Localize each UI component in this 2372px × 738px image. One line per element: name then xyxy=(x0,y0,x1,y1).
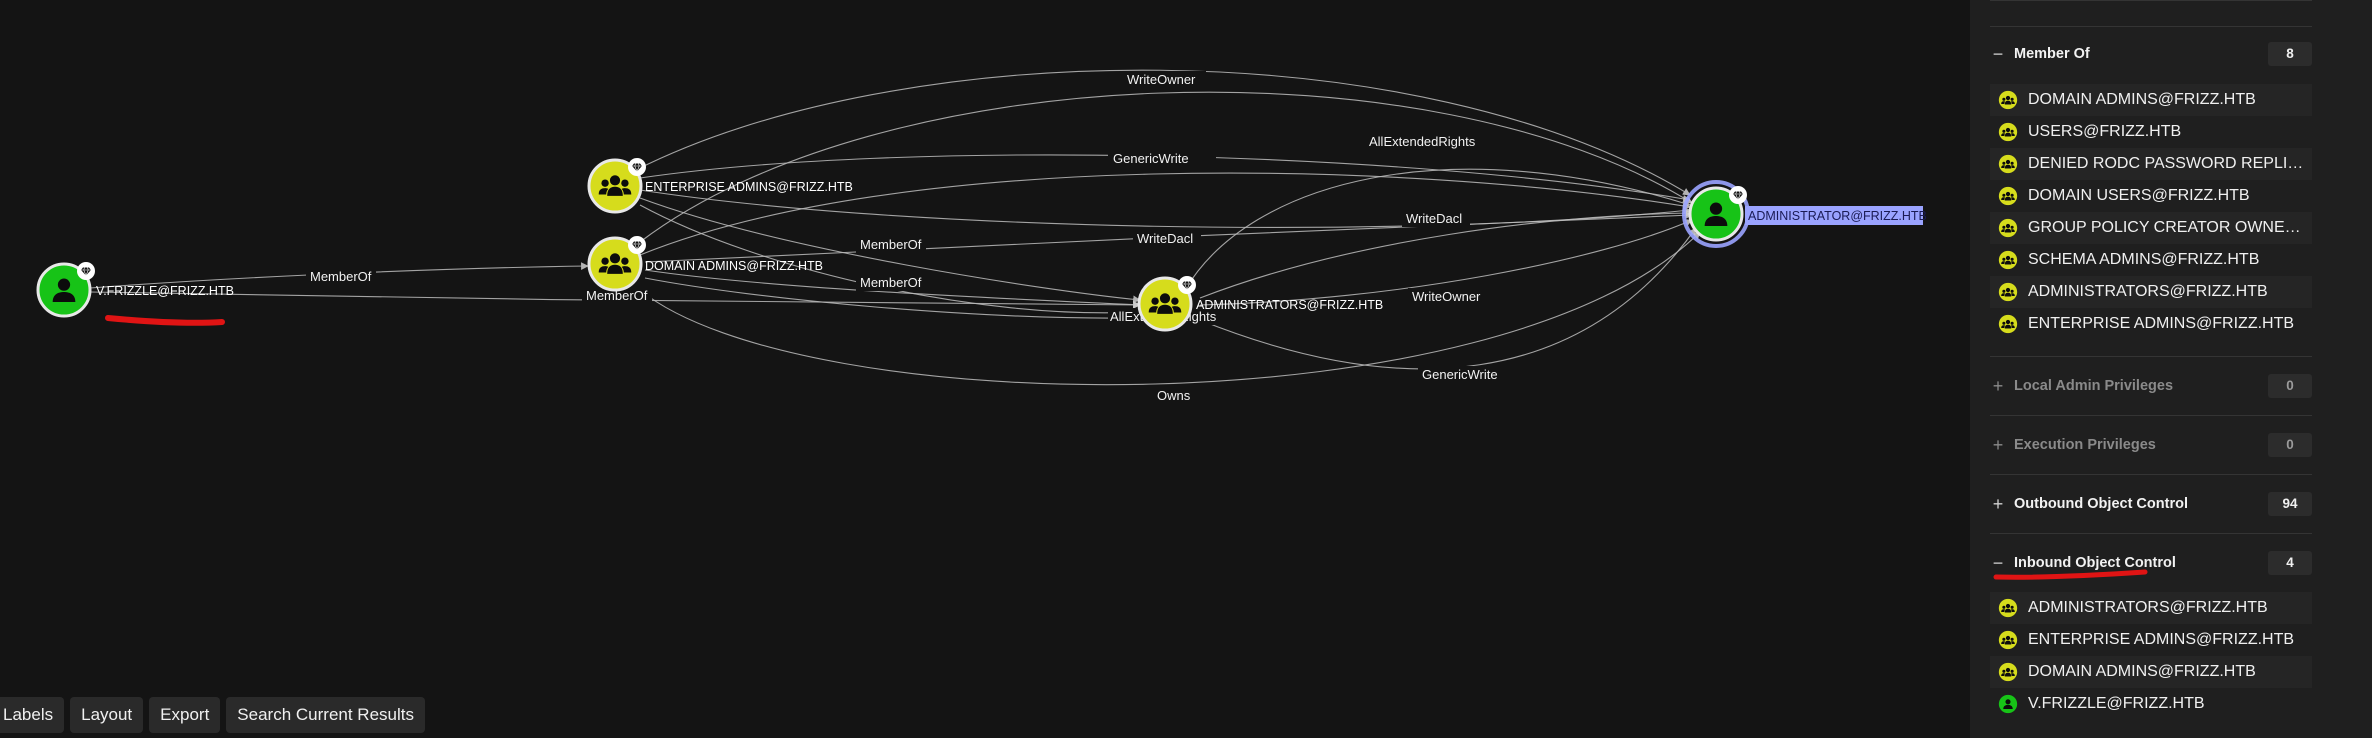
group-icon xyxy=(1998,90,2018,110)
graph-svg[interactable]: WriteOwner GenericWrite AllExtendedRight… xyxy=(0,0,1970,738)
node-v-frizzle[interactable]: V.FRIZZLE@FRIZZ.HTB xyxy=(36,262,234,318)
edge-label-genericwrite: GenericWrite xyxy=(1113,151,1189,166)
node-domain-admins[interactable]: DOMAIN ADMINS@FRIZZ.HTB xyxy=(587,236,823,292)
node-label: ENTERPRISE ADMINS@FRIZZ.HTB xyxy=(645,180,853,194)
selected-label-highlight xyxy=(1745,206,1923,225)
list-item[interactable]: ENTERPRISE ADMINS@FRIZZ.HTB xyxy=(1990,308,2312,340)
group-icon xyxy=(1998,598,2018,618)
divider xyxy=(1990,533,2312,534)
user-icon xyxy=(1998,694,2018,714)
edge-label-memberof: MemberOf xyxy=(860,275,922,290)
edge-ea-writeowner-admin xyxy=(631,69,1691,196)
inbound-object-control-list: ADMINISTRATORS@FRIZZ.HTB ENTERPRISE ADMI… xyxy=(1990,592,2312,720)
node-enterprise-admins[interactable]: ENTERPRISE ADMINS@FRIZZ.HTB xyxy=(587,158,853,214)
group-icon xyxy=(1998,122,2018,142)
group-icon xyxy=(1998,314,2018,334)
group-icon xyxy=(1998,662,2018,682)
node-administrators[interactable]: ADMINISTRATORS@FRIZZ.HTB xyxy=(1137,276,1383,332)
edge-label-memberof: MemberOf xyxy=(310,269,372,284)
group-icon xyxy=(1998,186,2018,206)
search-current-results-button[interactable]: Search Current Results xyxy=(226,697,425,733)
edge-da-writeowner-admin xyxy=(639,91,1693,243)
section-title: Execution Privileges xyxy=(2014,437,2156,453)
expand-icon[interactable]: + xyxy=(1992,375,2004,396)
divider xyxy=(1990,0,2312,1)
group-icon xyxy=(1998,154,2018,174)
divider xyxy=(1990,415,2312,416)
node-label: ADMINISTRATOR@FRIZZ.HTB xyxy=(1748,209,1927,223)
section-title: Local Admin Privileges xyxy=(2014,378,2174,394)
count-badge: 4 xyxy=(2268,551,2312,575)
member-of-list: DOMAIN ADMINS@FRIZZ.HTB USERS@FRIZZ.HTB … xyxy=(1990,84,2312,340)
edge-label-writeowner: WriteOwner xyxy=(1127,72,1196,87)
expand-icon[interactable]: + xyxy=(1992,493,2004,514)
edge-label-writedacl: WriteDacl xyxy=(1406,211,1462,226)
group-icon xyxy=(1998,282,2018,302)
list-item[interactable]: GROUP POLICY CREATOR OWNERS@FRIZZ.HTB xyxy=(1990,212,2312,244)
list-item[interactable]: DOMAIN ADMINS@FRIZZ.HTB xyxy=(1990,656,2312,688)
edge-label-memberof: MemberOf xyxy=(586,288,648,303)
edge-labels: WriteOwner GenericWrite AllExtendedRight… xyxy=(306,71,1504,404)
graph-toolbar: Labels Layout Export Search Current Resu… xyxy=(0,697,425,733)
entity-info-panel: − Member Of 8 DOMAIN ADMINS@FRIZZ.HTB US… xyxy=(1970,0,2372,738)
edge-da-owns-admin xyxy=(639,231,1701,386)
edge-label-owns: Owns xyxy=(1157,388,1191,403)
section-title: Outbound Object Control xyxy=(2014,496,2188,512)
graph-edges xyxy=(89,69,1701,386)
edge-admins-writeowner-admin xyxy=(1199,219,1693,306)
edge-label-allextendedrights: AllExtendedRights xyxy=(1369,134,1476,149)
node-administrator[interactable]: ADMINISTRATOR@FRIZZ.HTB xyxy=(1682,180,1927,248)
graph-canvas[interactable]: WriteOwner GenericWrite AllExtendedRight… xyxy=(0,0,1970,738)
edge-admins-genericwrite-admin xyxy=(1199,227,1697,370)
edge-label-memberof: MemberOf xyxy=(860,237,922,252)
list-item[interactable]: ENTERPRISE ADMINS@FRIZZ.HTB xyxy=(1990,624,2312,656)
node-label: DOMAIN ADMINS@FRIZZ.HTB xyxy=(645,259,823,273)
section-outbound-object-control[interactable]: + Outbound Object Control 94 xyxy=(1990,486,2312,522)
divider xyxy=(1990,356,2312,357)
edge-label-genericwrite: GenericWrite xyxy=(1422,367,1498,382)
annotation-underline xyxy=(105,315,225,326)
list-item[interactable]: DOMAIN USERS@FRIZZ.HTB xyxy=(1990,180,2312,212)
section-local-admin-privileges[interactable]: + Local Admin Privileges 0 xyxy=(1990,368,2312,404)
count-badge: 0 xyxy=(2268,433,2312,457)
list-item[interactable]: DOMAIN ADMINS@FRIZZ.HTB xyxy=(1990,84,2312,116)
expand-icon[interactable]: + xyxy=(1992,434,2004,455)
node-label: ADMINISTRATORS@FRIZZ.HTB xyxy=(1196,298,1383,312)
edge-da-allext-admin xyxy=(639,172,1691,256)
edge-admins-allext-admin xyxy=(1184,168,1691,291)
list-item[interactable]: DENIED RODC PASSWORD REPLICATION GROUP@F… xyxy=(1990,148,2312,180)
count-badge: 0 xyxy=(2268,374,2312,398)
section-title: Inbound Object Control xyxy=(2014,555,2176,571)
section-member-of[interactable]: − Member Of 8 xyxy=(1990,36,2312,72)
edge-ea-memberof-admins xyxy=(639,197,1141,304)
collapse-icon[interactable]: − xyxy=(1992,43,2004,64)
edge-label-writeowner: WriteOwner xyxy=(1412,289,1481,304)
labels-button[interactable]: Labels xyxy=(0,697,65,733)
group-icon xyxy=(1998,218,2018,238)
list-item[interactable]: USERS@FRIZZ.HTB xyxy=(1990,116,2312,148)
edge-admins-writedacl-admin xyxy=(1199,209,1693,299)
divider xyxy=(1990,26,2312,27)
edge-label-writedacl: WriteDacl xyxy=(1137,231,1193,246)
count-badge: 8 xyxy=(2268,42,2312,66)
edge-da-memberof-admins xyxy=(644,269,1141,309)
list-item[interactable]: V.FRIZZLE@FRIZZ.HTB xyxy=(1990,688,2312,720)
export-button[interactable]: Export xyxy=(149,697,221,733)
section-inbound-object-control[interactable]: − Inbound Object Control 4 xyxy=(1990,545,2312,581)
section-execution-privileges[interactable]: + Execution Privileges 0 xyxy=(1990,427,2312,463)
divider xyxy=(1990,474,2312,475)
count-badge: 94 xyxy=(2268,492,2312,516)
list-item[interactable]: SCHEMA ADMINS@FRIZZ.HTB xyxy=(1990,244,2312,276)
list-item[interactable]: ADMINISTRATORS@FRIZZ.HTB xyxy=(1990,592,2312,624)
edge-da-allext-admins xyxy=(644,277,1141,322)
section-title: Member Of xyxy=(2014,46,2090,62)
group-icon xyxy=(1998,250,2018,270)
group-icon xyxy=(1998,630,2018,650)
layout-button[interactable]: Layout xyxy=(70,697,144,733)
node-label: V.FRIZZLE@FRIZZ.HTB xyxy=(96,284,234,298)
list-item[interactable]: ADMINISTRATORS@FRIZZ.HTB xyxy=(1990,276,2312,308)
collapse-icon[interactable]: − xyxy=(1992,552,2004,573)
